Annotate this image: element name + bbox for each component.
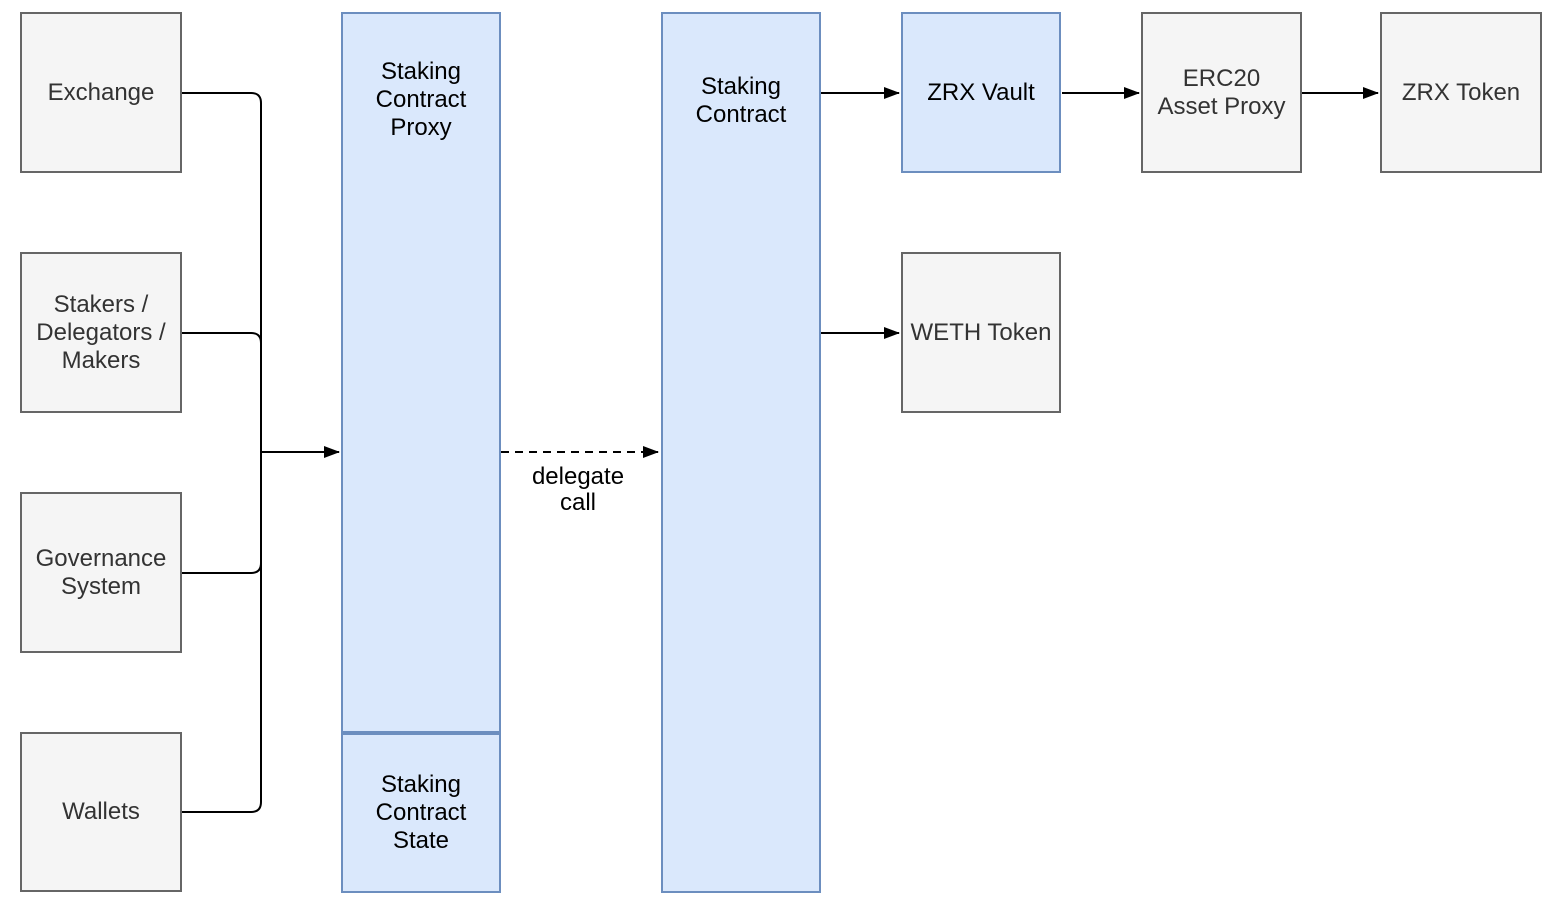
node-erc20-asset-proxy: ERC20 Asset Proxy [1141, 12, 1302, 173]
node-stakers-delegators-makers-label: Stakers / Delegators / Makers [36, 290, 166, 374]
edge-governance-to-bus [182, 562, 262, 574]
node-staking-contract-state: Staking Contract State [341, 733, 501, 893]
node-weth-token: WETH Token [901, 252, 1061, 413]
edge-stakers-to-bus [182, 332, 262, 344]
node-staking-contract-state-label: Staking Contract State [375, 771, 467, 854]
delegate-call-edge-label: delegate call [531, 463, 625, 516]
node-zrx-token-label: ZRX Token [1401, 78, 1521, 106]
node-zrx-vault: ZRX Vault [901, 12, 1061, 173]
node-wallets-label: Wallets [62, 798, 140, 825]
node-wallets: Wallets [20, 732, 182, 892]
node-exchange: Exchange [20, 12, 182, 173]
node-staking-contract-label: Staking Contract [695, 73, 787, 128]
node-zrx-token: ZRX Token [1380, 12, 1542, 173]
node-staking-contract-proxy-label: Staking Contract Proxy [375, 58, 467, 141]
node-staking-contract: Staking Contract [661, 12, 821, 893]
node-weth-token-label: WETH Token [910, 318, 1052, 346]
node-exchange-label: Exchange [47, 78, 155, 106]
node-governance-system: Governance System [20, 492, 182, 653]
node-erc20-asset-proxy-label: ERC20 Asset Proxy [1157, 64, 1286, 120]
node-staking-contract-proxy: Staking Contract Proxy [341, 12, 501, 733]
node-stakers-delegators-makers: Stakers / Delegators / Makers [20, 252, 182, 413]
edge-wallets-to-bus [182, 801, 262, 813]
node-zrx-vault-label: ZRX Vault [927, 78, 1035, 106]
edge-exchange-to-bus [182, 92, 262, 104]
node-governance-system-label: Governance System [35, 544, 167, 600]
